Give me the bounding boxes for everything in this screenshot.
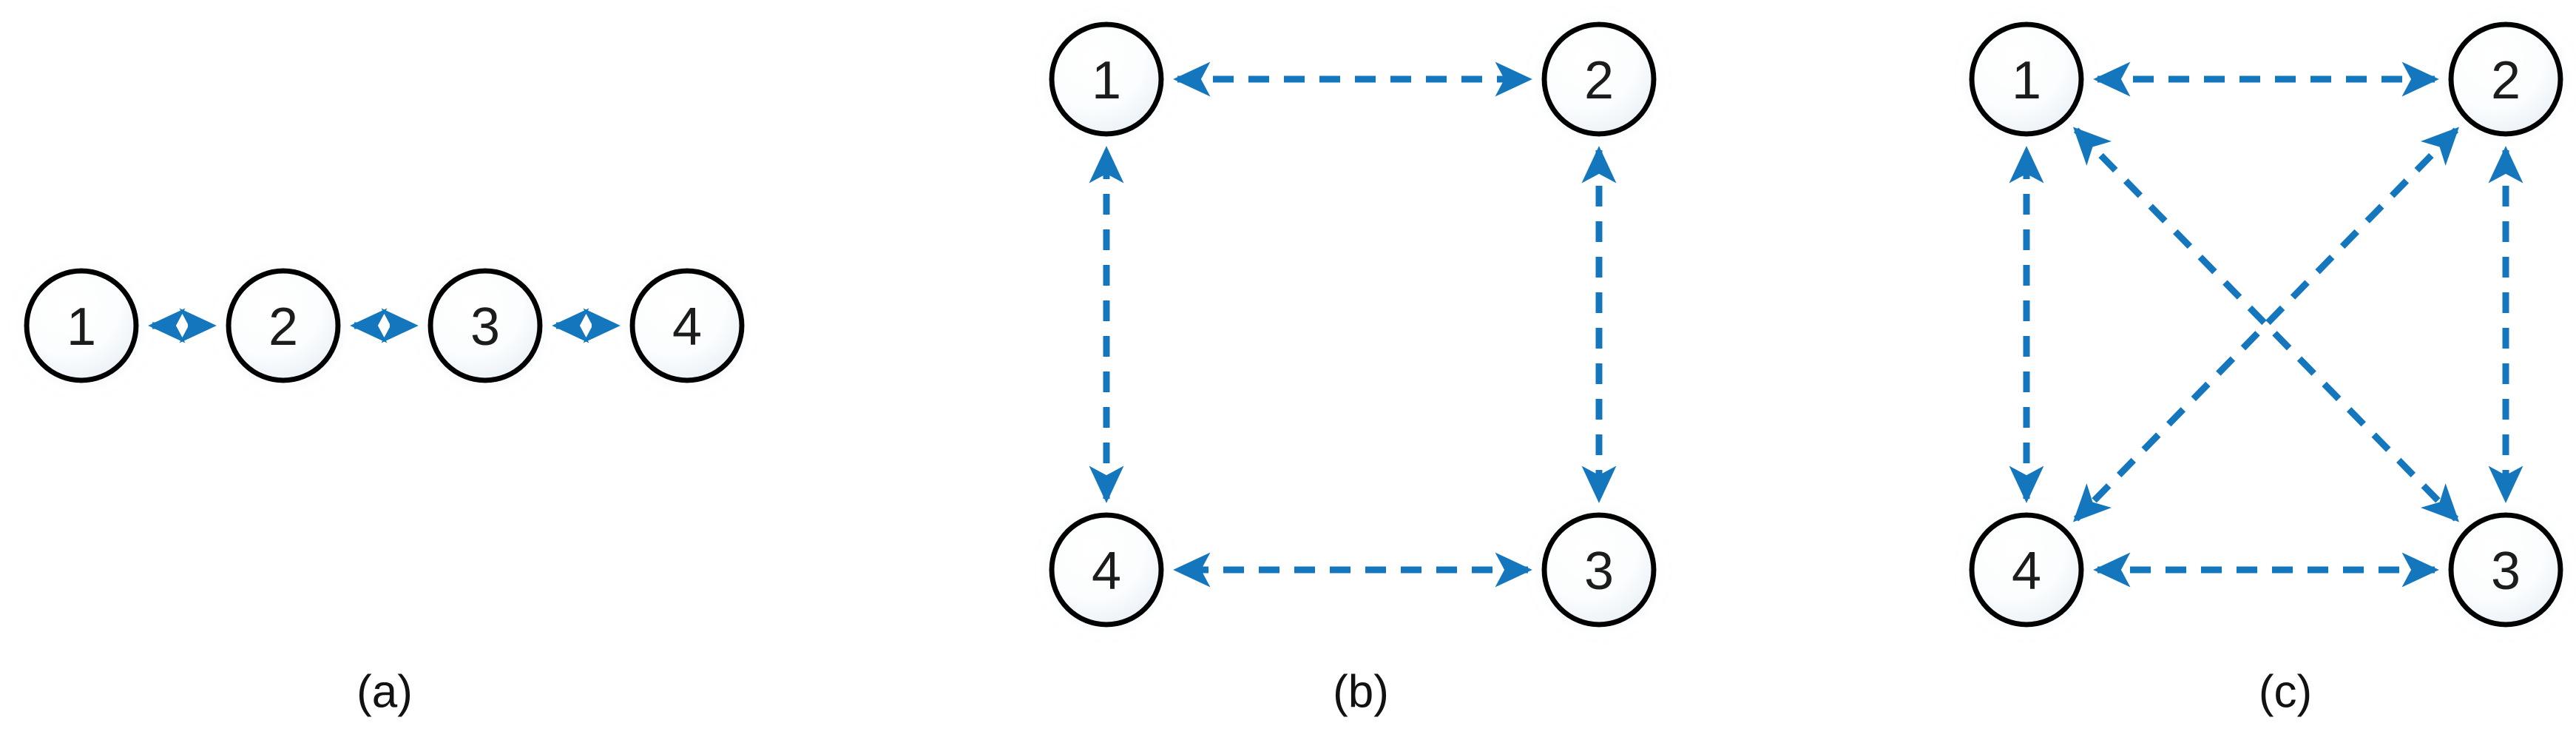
node-label-a2: 2 bbox=[268, 297, 298, 357]
node-circle-c3 bbox=[2448, 512, 2563, 628]
node-label-b1: 1 bbox=[1092, 51, 1121, 110]
node-circle-a1 bbox=[24, 268, 139, 383]
node-label-c1: 1 bbox=[2012, 51, 2041, 110]
node-label-a1: 1 bbox=[67, 297, 96, 357]
graph-node-a2[interactable]: 2 bbox=[226, 268, 341, 383]
panel-caption-panel-b: (b) bbox=[1333, 667, 1389, 718]
node-circle-b2 bbox=[1541, 21, 1657, 137]
node-label-a4: 4 bbox=[672, 297, 702, 357]
node-circle-b4 bbox=[1049, 512, 1164, 628]
graph-node-a3[interactable]: 3 bbox=[427, 268, 543, 383]
graph-node-b4[interactable]: 4 bbox=[1049, 512, 1164, 628]
node-circle-c2 bbox=[2448, 21, 2563, 137]
node-label-b3: 3 bbox=[1584, 542, 1614, 601]
node-label-a3: 3 bbox=[470, 297, 500, 357]
node-group-panel-b: 1 2 3 4 bbox=[1049, 21, 1657, 628]
node-circle-b1 bbox=[1049, 21, 1164, 137]
edge-group-panel-c bbox=[2009, 61, 2523, 588]
graph-node-c3[interactable]: 3 bbox=[2448, 512, 2563, 628]
graph-node-b2[interactable]: 2 bbox=[1541, 21, 1657, 137]
node-group-panel-c: 1 2 3 4 bbox=[1969, 21, 2563, 628]
graph-node-c4[interactable]: 4 bbox=[1969, 512, 2084, 628]
node-label-b2: 2 bbox=[1584, 51, 1614, 110]
node-label-c2: 2 bbox=[2491, 51, 2521, 110]
node-label-c3: 3 bbox=[2491, 542, 2521, 601]
panel-caption-panel-a: (a) bbox=[356, 667, 413, 718]
node-circle-a2 bbox=[226, 268, 341, 383]
edges-layer bbox=[148, 61, 2523, 588]
graph-node-c2[interactable]: 2 bbox=[2448, 21, 2563, 137]
graph-node-b3[interactable]: 3 bbox=[1541, 512, 1657, 628]
nodes-layer: 1 2 3 4 1 2 3 4 1 2 3 4 bbox=[24, 21, 2563, 628]
edge-c2-c4 bbox=[2072, 127, 2460, 522]
graph-node-a1[interactable]: 1 bbox=[24, 268, 139, 383]
node-label-b4: 4 bbox=[1092, 542, 1121, 601]
node-circle-c4 bbox=[1969, 512, 2084, 628]
node-circle-b3 bbox=[1541, 512, 1657, 628]
edge-group-panel-b bbox=[1089, 61, 1617, 588]
panel-caption-panel-c: (c) bbox=[2259, 667, 2312, 718]
graph-node-a4[interactable]: 4 bbox=[629, 268, 745, 383]
node-circle-a4 bbox=[629, 268, 745, 383]
node-circle-c1 bbox=[1969, 21, 2084, 137]
graph-node-c1[interactable]: 1 bbox=[1969, 21, 2084, 137]
node-group-panel-a: 1 2 3 4 bbox=[24, 268, 745, 383]
graph-node-b1[interactable]: 1 bbox=[1049, 21, 1164, 137]
captions-layer: (a) (b) (c) bbox=[356, 667, 2312, 718]
node-circle-a3 bbox=[427, 268, 543, 383]
node-label-c4: 4 bbox=[2012, 542, 2041, 601]
